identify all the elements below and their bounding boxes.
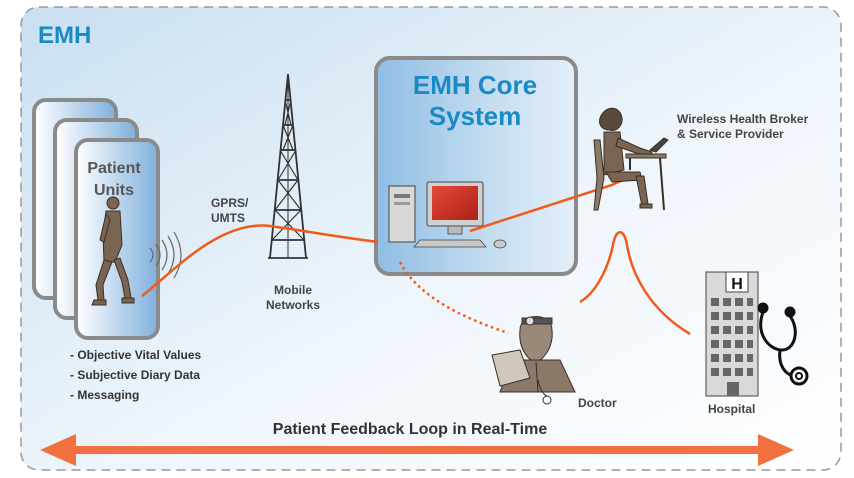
feedback-loop-label: Patient Feedback Loop in Real-Time — [272, 421, 548, 438]
patient-units-line2: Units — [94, 182, 134, 199]
gprs-line2: UMTS — [211, 211, 245, 225]
mobile-networks-label: Mobile Networks — [266, 283, 320, 313]
page-title: EMH — [38, 22, 92, 49]
core-system-box — [374, 56, 578, 276]
computer-icon — [388, 181, 507, 249]
doctor-icon — [491, 316, 576, 405]
feedback-loop-arrow — [40, 434, 794, 466]
core-title-line2: System — [428, 101, 522, 131]
link-broker-doctor-hospital — [579, 231, 691, 336]
list-item: - Subjective Diary Data — [70, 368, 201, 382]
patient-units-title: Patient Units — [80, 158, 148, 202]
mobile-networks-line1: Mobile — [274, 283, 313, 297]
link-patient-tower — [141, 224, 379, 297]
hospital-sign: H — [731, 276, 743, 293]
stethoscope-icon — [757, 302, 809, 386]
link-core-doctor-dotted — [398, 261, 509, 335]
list-item: - Objective Vital Values — [70, 348, 202, 362]
broker-label: Wireless Health Broker & Service Provide… — [677, 112, 808, 142]
patient-units-line1: Patient — [87, 160, 141, 177]
hospital-label: Hospital — [708, 402, 756, 416]
gprs-label: GPRS/ UMTS — [211, 196, 248, 226]
broker-line1: Wireless Health Broker — [677, 112, 809, 126]
signal-waves-icon — [149, 231, 182, 279]
gprs-line1: GPRS/ — [211, 196, 249, 210]
patient-data-list: - Objective Vital Values - Subjective Di… — [70, 345, 201, 405]
broker-person-icon — [593, 107, 669, 211]
hospital-icon: H — [705, 271, 759, 397]
walking-patient-icon — [91, 196, 135, 306]
core-title-line1: EMH Core — [412, 70, 538, 100]
mobile-networks-line2: Networks — [266, 298, 321, 312]
broker-line2: & Service Provider — [677, 127, 784, 141]
doctor-label: Doctor — [578, 396, 617, 410]
list-item: - Messaging — [70, 388, 140, 402]
core-system-title: EMH Core System — [385, 70, 565, 132]
cell-tower-icon — [268, 73, 308, 259]
